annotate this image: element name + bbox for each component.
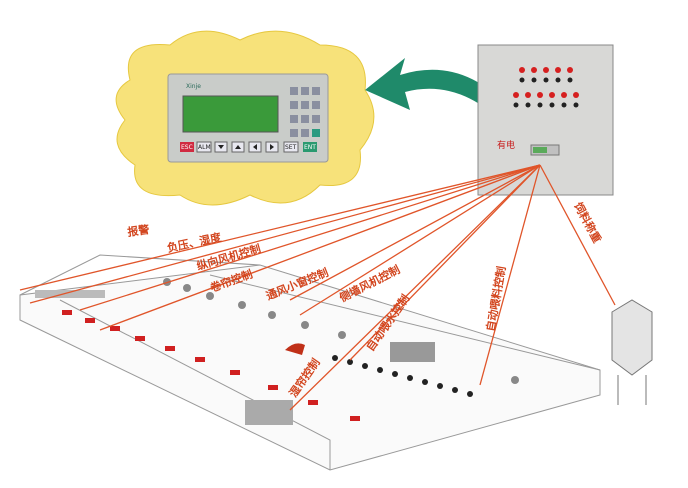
ent-key-label: ENT <box>304 144 316 151</box>
set-key <box>283 141 299 153</box>
esc-key <box>180 142 194 152</box>
feeder-line <box>332 355 473 397</box>
label-feed-weigh: 饲料称重 <box>571 199 604 245</box>
alm-key-label: ALM <box>198 144 211 151</box>
side-windows <box>62 310 360 421</box>
alm-key <box>196 141 212 153</box>
label-auto-feed: 自动喂料控制 <box>483 265 508 332</box>
label-alarm: 报警 <box>126 222 150 239</box>
hmi-controller: Xinje ESC ALM SET ENT <box>167 73 329 163</box>
down-arrow-icon <box>218 145 224 149</box>
green-arrow <box>365 58 535 148</box>
chicken-icon <box>285 343 305 355</box>
esc-key-label: ESC <box>181 144 193 151</box>
up-arrow-icon <box>235 145 241 149</box>
power-label: 有电 <box>497 139 515 151</box>
control-cabinet: 有电 <box>477 44 614 196</box>
control-lines <box>19 164 616 411</box>
brand-label: Xinje <box>186 83 201 90</box>
right-arrow-icon <box>270 144 274 150</box>
poultry-house <box>19 254 601 471</box>
feed-silo <box>611 299 653 405</box>
left-arrow-icon <box>253 144 257 150</box>
label-pressure-humidity: 负压、湿度 <box>166 230 224 255</box>
set-key-label: SET <box>285 144 297 151</box>
ent-key <box>303 142 317 152</box>
